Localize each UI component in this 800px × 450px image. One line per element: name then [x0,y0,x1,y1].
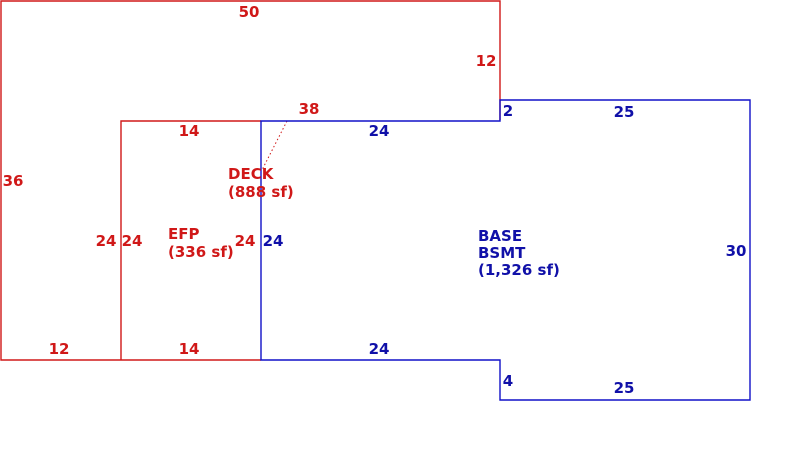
base-name-label-line1: BASE [478,227,522,245]
base-left-dimension: 24 [263,232,284,250]
deck-right-dimension: 12 [476,52,497,70]
deck-bottom-dimension: 12 [49,340,70,358]
deck-area-label: (888 sf) [228,183,294,201]
base-bottom-right-dimension: 25 [614,379,635,397]
deck-left-dimension: 36 [3,172,24,190]
efp-name-label: EFP [168,225,200,243]
deck-diagonal-dimension: 38 [299,100,320,118]
deck-efp-side-dimension: 24 [96,232,117,250]
efp-bottom-dimension: 14 [179,340,200,358]
base-area-label: (1,326 sf) [478,261,560,279]
base-bottom-left-dimension: 24 [369,340,390,358]
deck-leader-line [261,120,288,171]
base-right-dimension: 30 [726,242,747,260]
base-step-top-dimension: 2 [503,102,513,120]
efp-top-dimension: 14 [179,122,200,140]
deck-top-dimension: 50 [239,3,260,21]
efp-right-dimension: 24 [235,232,256,250]
efp-area-label: (336 sf) [168,243,234,261]
base-step-bottom-dimension: 4 [503,372,513,390]
base-top-right-dimension: 25 [614,103,635,121]
efp-outline [120,120,261,360]
base-top-left-dimension: 24 [369,122,390,140]
deck-outline [0,0,501,361]
efp-left-dimension: 24 [122,232,143,250]
base-outline [260,99,751,401]
base-name-label-line2: BSMT [478,244,526,262]
deck-name-label: DECK [228,165,275,183]
